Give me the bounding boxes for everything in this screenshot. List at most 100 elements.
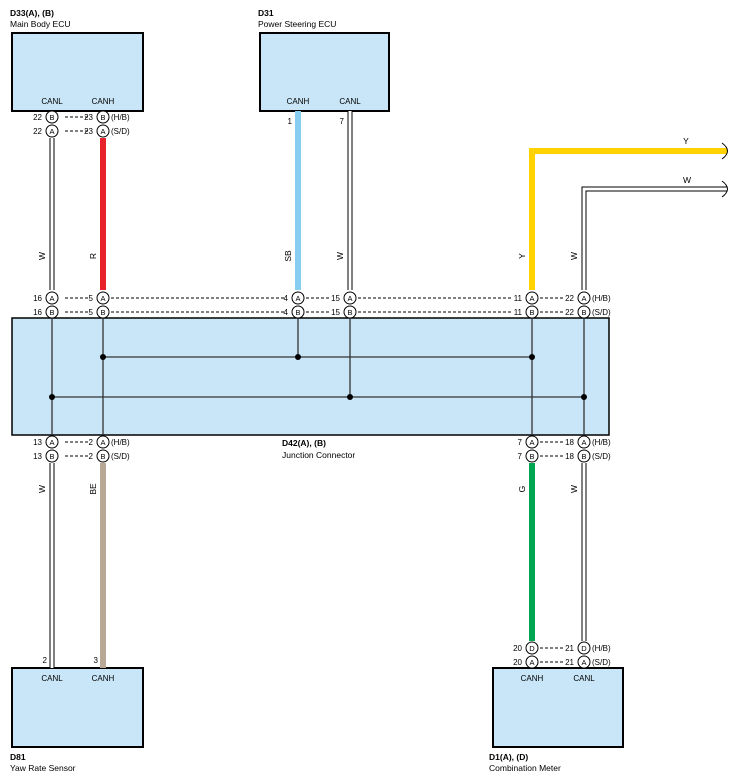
connector-letter: B [49, 308, 54, 317]
yaw-rate-pin-canl: CANL [41, 674, 63, 683]
terminal-number: 16 [33, 308, 42, 317]
power-steering-ecu: D31 Power Steering ECU CANH CANL [258, 8, 390, 112]
main-body-ecu-code: D33(A), (B) [10, 8, 54, 18]
junction-connector-name: Junction Connector [282, 450, 355, 460]
terminal-note: (H/B) [111, 438, 130, 447]
combination-meter-terminals: 20 21 20 21 D D A A (H/B) (S/D) [513, 641, 611, 669]
yaw-rate-pin-canh: CANH [92, 674, 115, 683]
terminal-number: 20 [513, 658, 522, 667]
wire-label-meter-canl: W [569, 485, 579, 493]
terminal-number: 7 [518, 452, 523, 461]
connector-circle [45, 305, 59, 319]
connector-letter: D [581, 644, 587, 653]
power-steering-ecu-code: D31 [258, 8, 274, 18]
connector-letter: A [49, 438, 54, 447]
wire-label-mb-canl: W [37, 252, 47, 260]
main-body-pin-canh: CANH [92, 97, 115, 106]
terminal-number: 1 [288, 117, 293, 126]
main-body-terminals: 22 23 22 23 B B A A (H/B) (S/D) [33, 110, 130, 138]
connector-circle [577, 435, 591, 449]
connector-letter: B [581, 452, 586, 461]
connector-circle [96, 124, 110, 138]
combination-meter-pin-canl: CANL [573, 674, 595, 683]
splice-dot [295, 354, 301, 360]
terminal-number: 2 [89, 452, 94, 461]
wire-label-ext-y: Y [683, 136, 689, 146]
main-body-pin-canl: CANL [41, 97, 63, 106]
terminal-number: 22 [565, 294, 574, 303]
connector-circle [291, 305, 305, 319]
terminal-note: (H/B) [592, 644, 611, 653]
junction-connector: D42(A), (B) Junction Connector [11, 317, 610, 460]
connector-letter: A [100, 127, 105, 136]
connector-letter: B [295, 308, 300, 317]
connector-letter: A [529, 658, 534, 667]
wire-break-w [721, 180, 728, 198]
combination-meter-box [492, 667, 624, 748]
connector-circle [577, 641, 591, 655]
connector-letter: A [49, 294, 54, 303]
connector-circle [45, 435, 59, 449]
terminal-number: 15 [331, 294, 340, 303]
splice-dot [49, 394, 55, 400]
connector-circle [96, 291, 110, 305]
terminal-number: 23 [84, 127, 93, 136]
yaw-rate-sensor: CANL CANH D81 Yaw Rate Sensor [10, 667, 144, 773]
connector-circle [45, 110, 59, 124]
connector-letter: A [581, 294, 586, 303]
terminal-number: 2 [43, 656, 48, 665]
terminal-number: 18 [565, 438, 574, 447]
connector-circle [577, 449, 591, 463]
connector-circle [96, 449, 110, 463]
wire-label-ps-canl: W [335, 252, 345, 260]
terminal-number: 22 [33, 113, 42, 122]
terminal-number: 2 [89, 438, 94, 447]
terminal-number: 11 [514, 308, 523, 317]
wire-external-y [529, 148, 727, 290]
wire-label-mb-canh: R [88, 253, 98, 259]
terminal-number: 20 [513, 644, 522, 653]
connector-circle [45, 449, 59, 463]
connector-letter: B [347, 308, 352, 317]
junction-connector-code: D42(A), (B) [282, 438, 326, 448]
connector-circle [525, 641, 539, 655]
wire-label-top-w: W [569, 252, 579, 260]
connector-letter: A [581, 658, 586, 667]
terminal-note: (H/B) [111, 113, 130, 122]
connector-letter: B [529, 452, 534, 461]
connector-letter: D [529, 644, 535, 653]
terminal-number: 7 [518, 438, 523, 447]
yaw-rate-sensor-name: Yaw Rate Sensor [10, 763, 76, 773]
power-steering-ecu-name: Power Steering ECU [258, 19, 336, 29]
terminal-number: 22 [565, 308, 574, 317]
combination-meter: CANH CANL D1(A), (D) Combination Meter [489, 667, 624, 773]
junction-connector-box [11, 317, 610, 436]
connector-letter: A [529, 294, 534, 303]
terminal-number: 3 [94, 656, 99, 665]
connector-circle [45, 291, 59, 305]
wire-label-ps-canh: SB [283, 250, 293, 262]
connector-circle [525, 435, 539, 449]
connector-circle [45, 124, 59, 138]
splice-dot [100, 354, 106, 360]
terminal-number: 18 [565, 452, 574, 461]
splice-dot [529, 354, 535, 360]
connector-circle [96, 305, 110, 319]
terminal-note: (S/D) [592, 658, 611, 667]
connector-circle [525, 449, 539, 463]
connector-letter: A [100, 294, 105, 303]
terminal-note: (S/D) [592, 308, 611, 317]
power-steering-ecu-box [259, 32, 390, 112]
combination-meter-pin-canh: CANH [521, 674, 544, 683]
wires [49, 111, 728, 669]
wire-break-y [721, 142, 728, 160]
connector-letter: B [100, 113, 105, 122]
combination-meter-name: Combination Meter [489, 763, 561, 773]
terminal-number: 13 [33, 438, 42, 447]
connector-circle [343, 291, 357, 305]
terminal-number: 22 [33, 127, 42, 136]
junction-bottom-terminals: 13 2 7 18 13 2 7 18 A A A A B B B B (H/B… [33, 435, 611, 463]
wire-label-ext-w: W [683, 175, 691, 185]
terminal-number: 7 [340, 117, 345, 126]
terminal-note: (H/B) [592, 438, 611, 447]
